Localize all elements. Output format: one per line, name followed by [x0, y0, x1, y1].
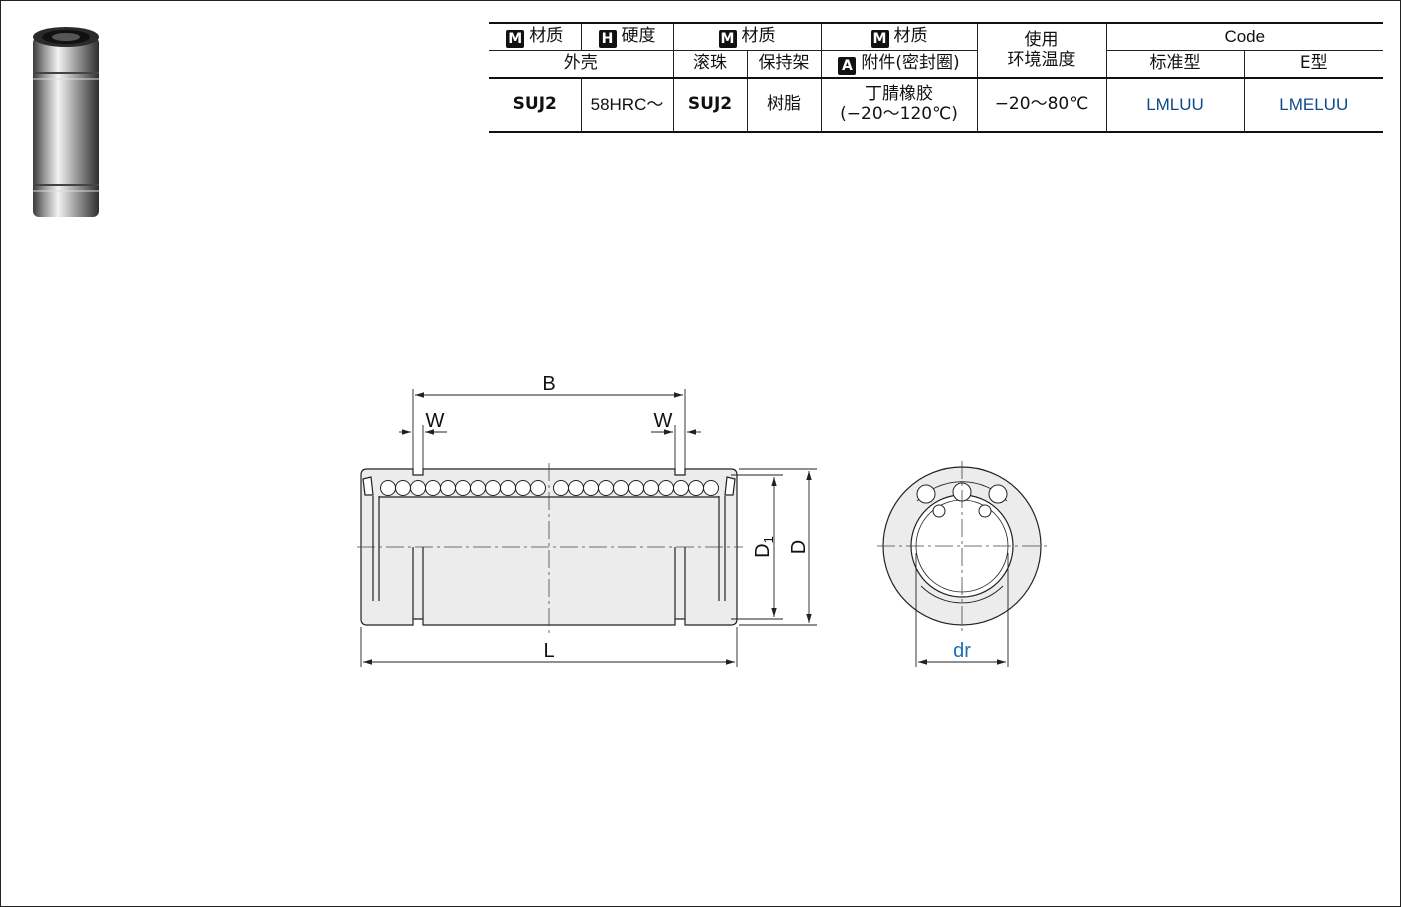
- ball-row-front: [916, 482, 1008, 518]
- bearing-front-view: [882, 466, 1042, 626]
- cell-retainer-material: 树脂: [746, 77, 821, 133]
- header-outer-shell: 外壳: [489, 50, 673, 78]
- cell-seal-material: 丁腈橡胶(−20～120℃): [820, 77, 977, 133]
- accessory-badge-icon: A: [838, 56, 857, 75]
- header-ball: 滚珠: [672, 50, 747, 78]
- material-badge-icon: M: [718, 29, 737, 48]
- material-badge-icon: M: [870, 29, 889, 48]
- material-badge-icon: M: [506, 29, 525, 48]
- label-l: L: [543, 640, 554, 662]
- center-lines-front: [877, 461, 1047, 631]
- dimension-dr: [915, 553, 1009, 667]
- dimension-b: [412, 389, 686, 471]
- cell-operating-temp: −20～80℃: [976, 77, 1106, 133]
- header-code: Code: [1105, 22, 1384, 51]
- dimension-d1: [731, 474, 783, 620]
- label-w-left: W: [426, 410, 445, 432]
- cell-outer-hardness: 58HRC～: [580, 77, 673, 133]
- label-b: B: [542, 373, 555, 395]
- bearing-side-view: [360, 468, 738, 626]
- cell-outer-material: SUJ2: [489, 77, 581, 133]
- header-standard-type: 标准型: [1105, 50, 1244, 78]
- dimension-l: [360, 627, 738, 667]
- product-photo: [33, 27, 99, 217]
- dimension-w-right: [651, 425, 701, 471]
- cell-code-standard[interactable]: LMLUU: [1105, 77, 1244, 133]
- header-operating-temp: 使用环境温度: [976, 22, 1106, 78]
- header-e-type: E型: [1243, 50, 1384, 78]
- label-d1: D1: [752, 536, 776, 558]
- header-retainer: 保持架: [746, 50, 821, 78]
- dimension-w-left: [399, 425, 447, 471]
- label-w-right: W: [654, 410, 673, 432]
- ball-row-right: [553, 480, 719, 496]
- dimension-d: [739, 468, 817, 626]
- hardness-badge-icon: H: [598, 29, 617, 48]
- ball-row-left: [380, 480, 546, 496]
- cell-code-e[interactable]: LMELUU: [1243, 77, 1384, 133]
- label-d: D: [788, 540, 810, 554]
- center-lines-side: [357, 463, 743, 633]
- cell-ball-material: SUJ2: [672, 77, 747, 133]
- label-dr: dr: [953, 640, 971, 662]
